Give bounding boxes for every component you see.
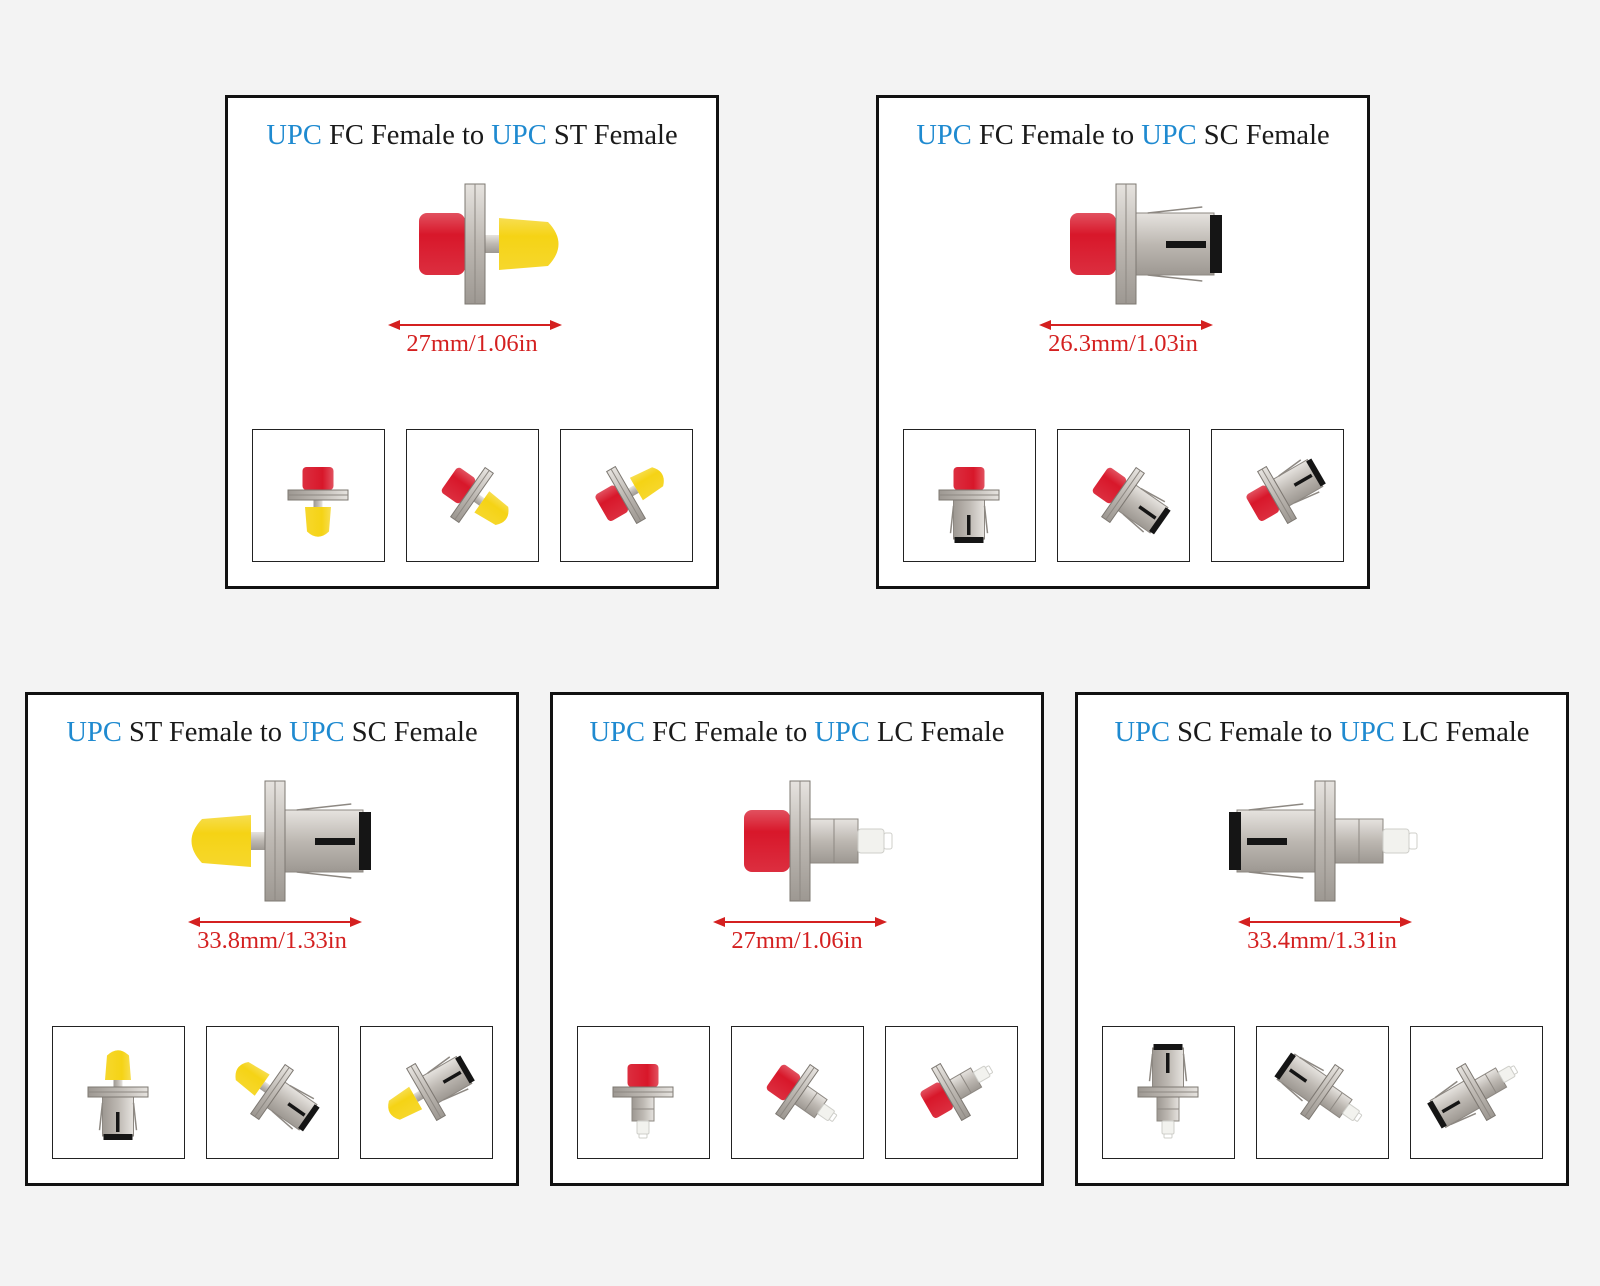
fc-connector-red-cap — [627, 1064, 659, 1087]
fc-connector-red-cap — [419, 213, 465, 275]
product-card-fc-sc: UPC FC Female to UPC SC Female 26.3mm/1.… — [876, 95, 1370, 589]
card-title: UPC ST Female to UPC SC Female — [66, 717, 478, 748]
thumbnail-rear-angled-view[interactable] — [360, 1026, 493, 1159]
fc-connector-red-cap — [1070, 213, 1116, 275]
product-card-sc-lc: UPC SC Female to UPC LC Female 33.4mm/1.… — [1075, 692, 1569, 1186]
dimension-arrow — [28, 907, 516, 957]
st-connector-yellow-cap — [235, 1062, 270, 1096]
fc-connector-red-cap — [744, 810, 790, 872]
dimension-label: 33.8mm/1.33in — [197, 927, 347, 954]
thumbnail-front-view[interactable] — [903, 429, 1036, 562]
st-connector-yellow-cap — [388, 1086, 423, 1120]
card-title: UPC SC Female to UPC LC Female — [1114, 717, 1530, 748]
product-hero-image — [879, 176, 1367, 312]
product-card-st-sc: UPC ST Female to UPC SC Female 33.8mm/1.… — [25, 692, 519, 1186]
thumbnail-rear-angled-view[interactable] — [1410, 1026, 1543, 1159]
product-hero-image — [553, 773, 1041, 909]
card-title: UPC FC Female to UPC SC Female — [916, 120, 1330, 151]
thumbnail-front-view[interactable] — [577, 1026, 710, 1159]
thumbnail-row — [52, 1026, 494, 1159]
dimension-arrow — [228, 310, 716, 360]
thumbnail-front-view[interactable] — [1102, 1026, 1235, 1159]
product-hero-image — [1078, 773, 1566, 909]
thumbnail-angled-view[interactable] — [206, 1026, 339, 1159]
thumbnail-angled-view[interactable] — [731, 1026, 864, 1159]
fc-connector-red-cap — [1092, 467, 1127, 504]
thumbnail-angled-view[interactable] — [406, 429, 539, 562]
thumbnail-rear-angled-view[interactable] — [885, 1026, 1018, 1159]
thumbnail-row — [903, 429, 1345, 562]
dimension-label: 27mm/1.06in — [731, 927, 863, 954]
st-connector-yellow-cap — [499, 218, 559, 270]
thumbnail-rear-angled-view[interactable] — [560, 429, 693, 562]
product-hero-image — [228, 176, 716, 312]
thumbnail-row — [252, 429, 694, 562]
thumbnail-row — [577, 1026, 1019, 1159]
dimension-label: 26.3mm/1.03in — [1048, 330, 1198, 357]
thumbnail-angled-view[interactable] — [1057, 429, 1190, 562]
thumbnail-front-view[interactable] — [52, 1026, 185, 1159]
dimension-arrow — [553, 907, 1041, 957]
fc-connector-red-cap — [302, 467, 334, 490]
product-card-fc-lc: UPC FC Female to UPC LC Female 27mm/1.06… — [550, 692, 1044, 1186]
dimension-arrow — [1078, 907, 1566, 957]
thumbnail-front-view[interactable] — [252, 429, 385, 562]
card-title: UPC FC Female to UPC ST Female — [266, 120, 678, 151]
st-connector-yellow-cap — [305, 507, 331, 537]
dimension-arrow — [879, 310, 1367, 360]
st-connector-yellow-cap — [629, 467, 664, 501]
dimension-label: 33.4mm/1.31in — [1247, 927, 1397, 954]
fc-connector-red-cap — [953, 467, 985, 490]
st-connector-yellow-cap — [105, 1050, 131, 1080]
fc-connector-red-cap — [441, 467, 476, 504]
product-hero-image — [28, 773, 516, 909]
product-card-fc-st: UPC FC Female to UPC ST Female 27mm/1.06… — [225, 95, 719, 589]
st-connector-yellow-cap — [191, 815, 251, 867]
dimension-label: 27mm/1.06in — [406, 330, 538, 357]
thumbnail-rear-angled-view[interactable] — [1211, 429, 1344, 562]
card-title: UPC FC Female to UPC LC Female — [589, 717, 1005, 748]
st-connector-yellow-cap — [474, 491, 509, 525]
fc-connector-red-cap — [766, 1064, 801, 1101]
thumbnail-row — [1102, 1026, 1544, 1159]
thumbnail-angled-view[interactable] — [1256, 1026, 1389, 1159]
